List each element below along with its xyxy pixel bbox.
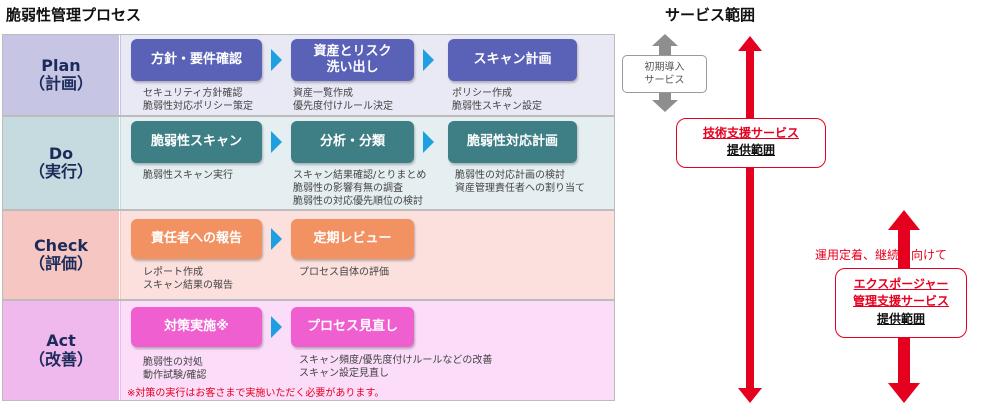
do-desc-scan: 脆弱性スキャン実行 [143, 170, 233, 181]
exposure-scope: 提供範囲 [876, 311, 925, 326]
do-label-en: Do [48, 143, 74, 163]
do-step-response-plan: 脆弱性対応計画 [448, 121, 577, 163]
plan-step-scan-plan: スキャン計画 [448, 39, 577, 81]
operation-text: 運用定着、継続に向けて [815, 248, 948, 262]
do-label-jp: （実行） [28, 162, 93, 181]
chevron-right-icon [271, 49, 282, 71]
tech-support-title: 技術支援サービス [702, 126, 799, 140]
act-note: ※対策の実行はお客さまで実施いただく必要があります。 [127, 388, 385, 399]
act-desc-countermeasure: 脆弱性の対処 動作試験/確認 [143, 357, 207, 381]
plan-step-policy: 方針・要件確認 [131, 39, 262, 81]
exposure-service-box: エクスポージャー 管理支援サービス 提供範囲 [835, 268, 967, 338]
tech-support-service-box: 技術支援サービス 提供範囲 [676, 118, 826, 168]
check-label-jp: （評価） [28, 254, 93, 273]
check-desc-review: プロセス自体の評価 [299, 267, 389, 278]
chevron-right-icon [423, 49, 434, 71]
act-label-en: Act [46, 331, 76, 351]
exposure-title-1: エクスポージャー [853, 277, 949, 291]
chevron-right-icon [271, 316, 282, 338]
plan-label-jp: （計画） [28, 74, 93, 93]
do-label: Do （実行） [3, 117, 120, 209]
chevron-right-icon [423, 131, 434, 153]
check-row: Check （評価） 責任者への報告 定期レビュー レポート作成 スキャン結果の… [2, 210, 615, 300]
act-row: Act （改善） 対策実施※ プロセス見直し 脆弱性の対処 動作試験/確認 スキ… [2, 300, 615, 401]
exposure-title-2: 管理支援サービス [852, 294, 949, 309]
act-step-countermeasure: 対策実施※ [131, 307, 262, 347]
chevron-right-icon [271, 228, 282, 250]
act-label: Act （改善） [3, 301, 120, 400]
act-body: 対策実施※ プロセス見直し 脆弱性の対処 動作試験/確認 スキャン頻度/優先度付… [121, 301, 614, 400]
check-step-report: 責任者への報告 [131, 219, 262, 259]
plan-body: 方針・要件確認 資産とリスク 洗い出し スキャン計画 セキュリティ方針確認 脆弱… [121, 35, 614, 115]
plan-desc-scan-plan: ポリシー作成 脆弱性スキャン設定 [452, 88, 542, 112]
do-body: 脆弱性スキャン 分析・分類 脆弱性対応計画 脆弱性スキャン実行 スキャン結果確認… [121, 117, 614, 209]
service-scope-title: サービス範囲 [665, 6, 756, 24]
plan-label-en: Plan [41, 55, 81, 75]
check-step-review: 定期レビュー [291, 219, 414, 259]
check-desc-report: レポート作成 スキャン結果の報告 [143, 267, 233, 291]
plan-label: Plan （計画） [3, 35, 120, 115]
check-label-en: Check [33, 235, 89, 255]
plan-desc-policy: セキュリティ方針確認 脆弱性対応ポリシー策定 [143, 88, 253, 112]
do-step-scan: 脆弱性スキャン [131, 121, 262, 163]
initial-service-box: 初期導入 サービス [622, 55, 707, 93]
tech-support-range-arrow-icon [738, 36, 762, 403]
act-desc-process-review: スキャン頻度/優先度付けルールなどの改善 スキャン設定見直し [299, 355, 493, 379]
tech-support-scope: 提供範囲 [726, 143, 775, 158]
do-desc-response-plan: 脆弱性の対応計画の検討 資産管理責任者への割り当て [455, 170, 585, 194]
chevron-right-icon [271, 131, 282, 153]
act-label-jp: （改善） [28, 349, 93, 369]
do-step-analysis: 分析・分類 [291, 121, 414, 163]
check-body: 責任者への報告 定期レビュー レポート作成 スキャン結果の報告 プロセス自体の評… [121, 211, 614, 299]
plan-row: Plan （計画） 方針・要件確認 資産とリスク 洗い出し スキャン計画 セキュ… [2, 34, 615, 116]
do-row: Do （実行） 脆弱性スキャン 分析・分類 脆弱性対応計画 脆弱性スキャン実行 … [2, 116, 615, 210]
check-label: Check （評価） [3, 211, 120, 299]
do-desc-analysis: スキャン結果確認/とりまとめ 脆弱性の影響有無の調査 脆弱性の対応優先順位の検討 [293, 170, 427, 207]
plan-desc-assets: 資産一覧作成 優先度付けルール決定 [293, 88, 393, 112]
initial-service-label: 初期導入 サービス [644, 62, 685, 86]
plan-step-assets: 資産とリスク 洗い出し [291, 39, 414, 81]
act-step-process-review: プロセス見直し [291, 307, 414, 347]
process-title: 脆弱性管理プロセス [6, 6, 142, 24]
